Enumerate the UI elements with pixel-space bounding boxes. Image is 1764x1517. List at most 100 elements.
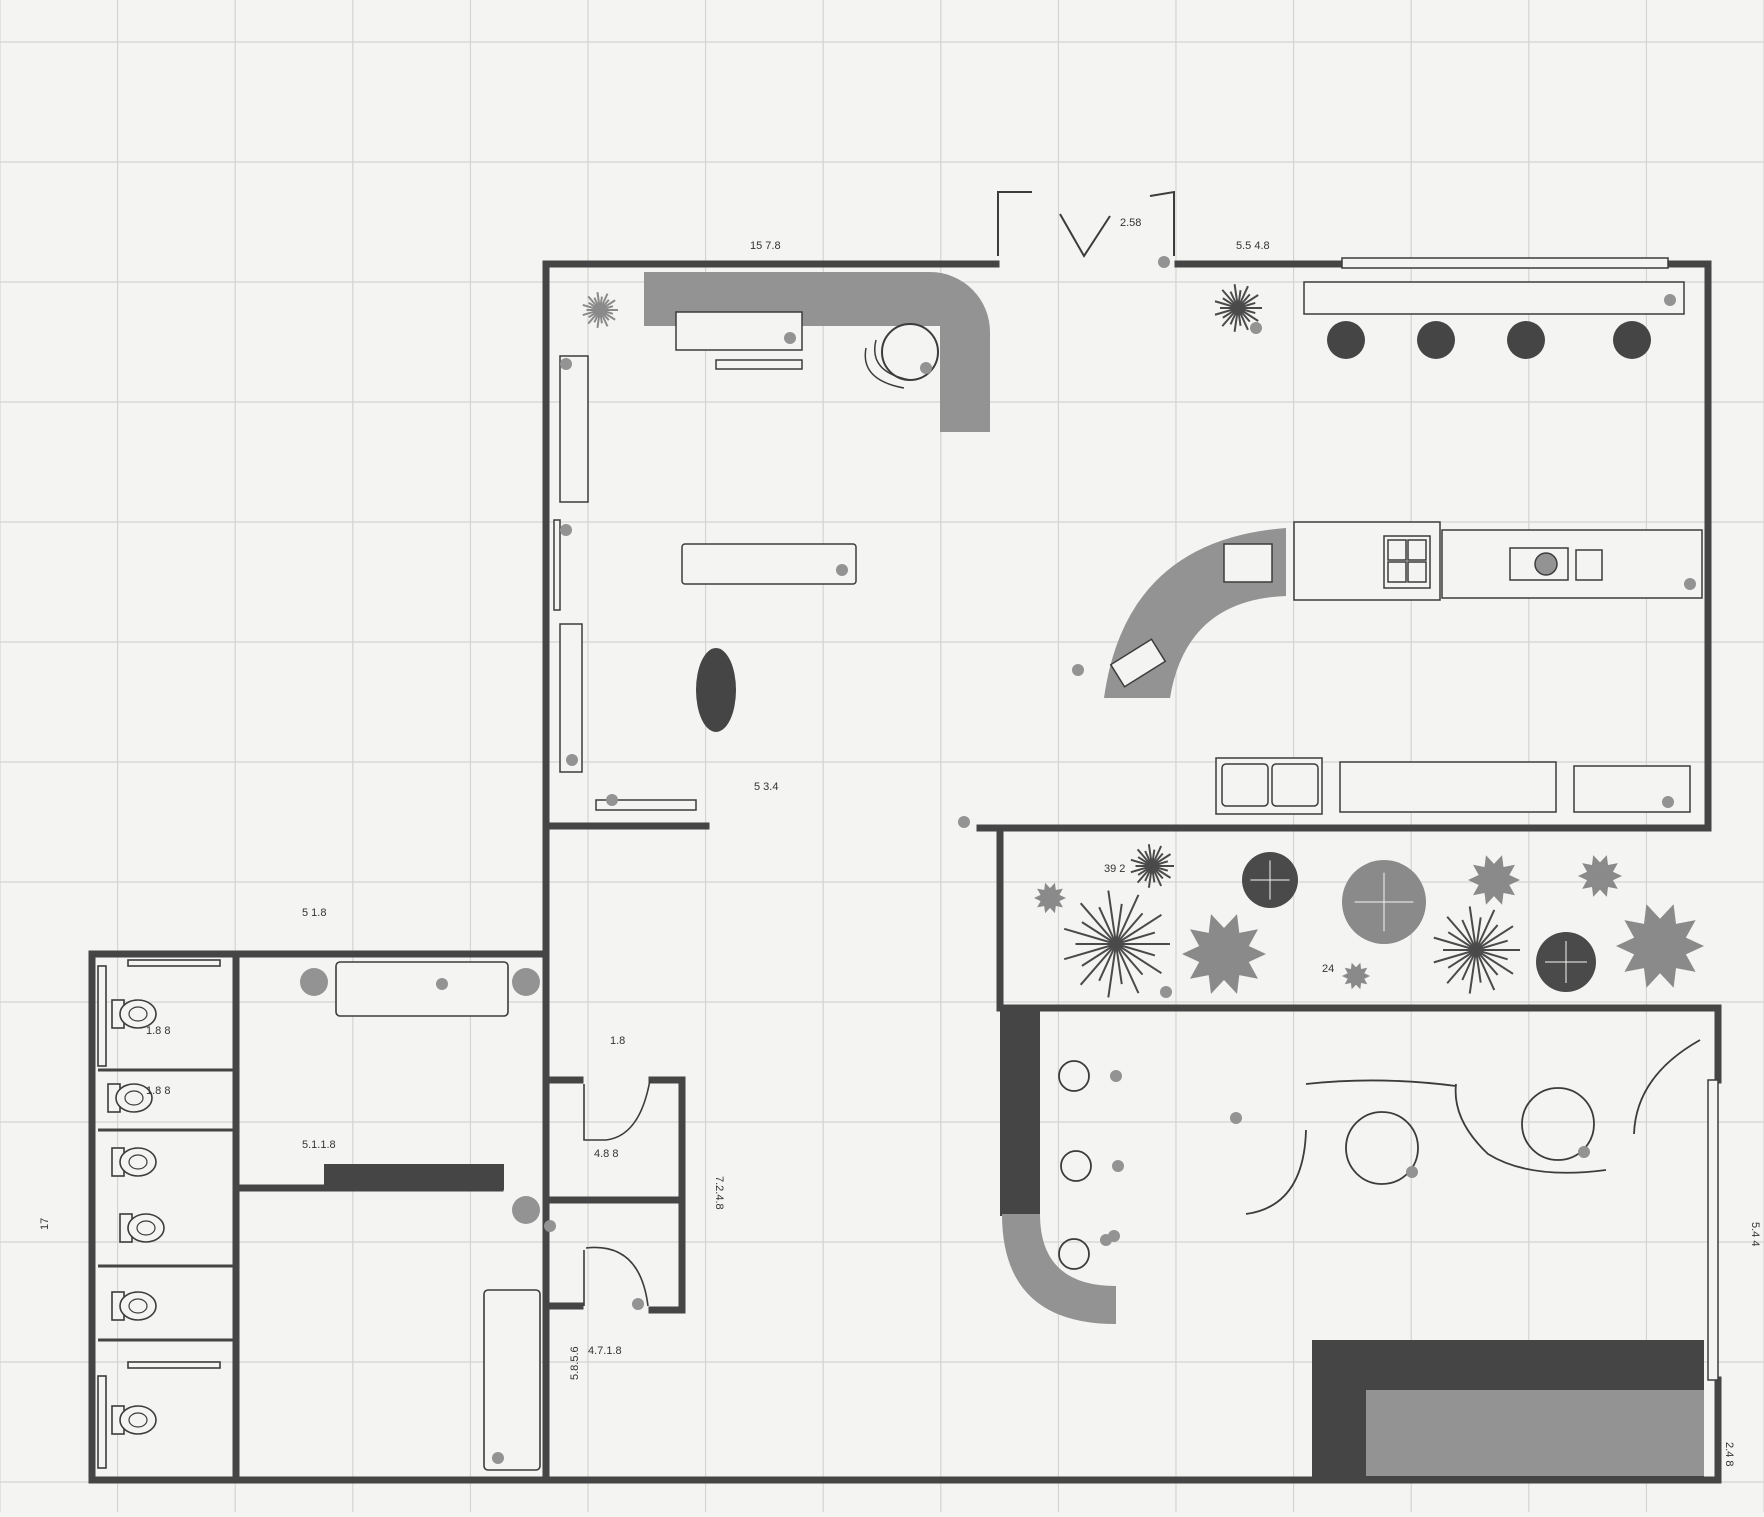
dim-stall-2: 1.8 8	[146, 1085, 170, 1097]
plant-icon	[1342, 962, 1370, 990]
plant-icon	[582, 292, 618, 328]
restroom-fixtures	[97, 959, 541, 1471]
wall-cabinet-1	[559, 355, 589, 503]
fixture-marker	[544, 1220, 556, 1232]
garden-plants	[582, 284, 1704, 998]
corner-bench	[1002, 1214, 1116, 1324]
fixture-marker	[1110, 1070, 1122, 1082]
fixture-marker	[1578, 1146, 1590, 1158]
dim-garden-low: 24	[1322, 963, 1334, 975]
low-bench	[595, 799, 697, 811]
bar-counter	[644, 272, 990, 432]
fixture-marker	[560, 524, 572, 536]
dim-passage-b: 7.2.4.8	[713, 1176, 725, 1210]
door-swing-icon-b	[583, 1246, 649, 1307]
counter-top-grey	[1366, 1390, 1704, 1476]
plant-icon	[1063, 890, 1170, 998]
fixture-marker	[1072, 664, 1084, 676]
stall-dividers	[98, 1068, 234, 1342]
fixture-marker	[632, 1298, 644, 1310]
fixture-marker	[1160, 986, 1172, 998]
vanity-counter	[335, 961, 509, 1017]
grab-bar-2	[127, 1361, 221, 1369]
window-rail	[1341, 257, 1669, 269]
dim-passage-a: 4.8 8	[594, 1148, 618, 1160]
fixture-marker	[784, 332, 796, 344]
dim-right-bottom: 2.4 8	[1723, 1442, 1735, 1466]
door-arc-icon	[1633, 1039, 1701, 1135]
toilet-icon	[107, 1083, 153, 1113]
grab-bar-1	[127, 959, 221, 967]
toilet-icon	[111, 999, 157, 1029]
toilet-icon	[111, 1291, 157, 1321]
toilet-icon	[111, 1147, 157, 1177]
plant-icon	[1182, 914, 1266, 994]
stool-2	[1060, 1150, 1092, 1182]
dim-garden: 39 2	[1104, 863, 1125, 875]
fixture-marker	[1662, 796, 1674, 808]
lounge-sofa-curve	[1245, 1079, 1607, 1215]
wall-passage-b	[648, 1076, 686, 1314]
stove-burners	[1221, 539, 1427, 807]
dimension-labels: 15 7.8 2.58 5.5 4.8 5 3.4 5 1.8 39 2 24 …	[39, 217, 1761, 1466]
dim-vertical-small: 5.8.5.6	[569, 1346, 581, 1380]
plant-icon	[1433, 906, 1520, 994]
stall-bar-1	[97, 965, 107, 1067]
fixture-marker	[958, 816, 970, 828]
stool-1	[1058, 1060, 1090, 1092]
fixture-marker	[920, 362, 932, 374]
fixture-markers	[436, 256, 1696, 1464]
shelf-top	[1303, 281, 1685, 315]
wall-lower-right-top	[996, 1004, 1722, 1084]
back-counter-1	[1215, 757, 1323, 815]
fixture-marker	[606, 794, 618, 806]
seat-swirl-icon	[864, 339, 911, 389]
fixture-marker	[492, 1452, 504, 1464]
door-swing-icon-a	[583, 1079, 651, 1141]
vanity-counter-2	[483, 1289, 541, 1471]
dim-stall-1: 1.8 8	[146, 1025, 170, 1037]
stall-bar-2	[97, 1375, 107, 1469]
fixture-marker	[1158, 256, 1170, 268]
center-table	[681, 543, 857, 585]
dim-restroom-mid: 5.1.1.8	[302, 1139, 336, 1151]
fixture-marker	[566, 754, 578, 766]
wall-restroom-partition	[324, 1164, 504, 1190]
plant-icon	[1130, 844, 1174, 888]
sink-icon-3	[512, 1196, 540, 1224]
dim-top-right: 5.5 4.8	[1236, 240, 1270, 252]
dim-restroom-top: 5 1.8	[302, 907, 326, 919]
sink-icon	[1575, 549, 1603, 581]
toilet-icon	[111, 1405, 157, 1435]
back-counter-2	[1339, 761, 1557, 813]
plant-icon	[1616, 904, 1704, 988]
fixture-marker	[1684, 578, 1696, 590]
wall-cabinet-2	[553, 519, 561, 611]
fixture-marker	[1406, 1166, 1418, 1178]
wall-cabinet-3	[559, 623, 583, 773]
entry-door[interactable]	[997, 190, 1175, 258]
vanity-sinks	[300, 968, 540, 1224]
bar-rail	[715, 359, 803, 370]
dim-west-height: 17	[39, 1218, 51, 1230]
door-swings	[583, 1079, 651, 1307]
pendant-3	[1507, 321, 1545, 359]
wall-lower-right-pier	[1000, 1008, 1040, 1216]
door-swing-icon	[997, 191, 1032, 256]
toilets	[107, 999, 165, 1435]
fixture-marker	[560, 358, 572, 370]
pendant-lights	[1327, 321, 1651, 359]
dim-main-hall: 5 3.4	[754, 781, 778, 793]
bar-shelf	[675, 311, 803, 351]
fixture-marker	[436, 978, 448, 990]
fridge-unit	[1223, 543, 1273, 583]
kitchen-line	[1215, 257, 1703, 815]
fixture-marker	[1112, 1160, 1124, 1172]
plant-icon	[1468, 855, 1520, 905]
plant-icon	[1342, 860, 1426, 944]
fixture-marker	[1250, 322, 1262, 334]
round-table-2	[1521, 1087, 1595, 1161]
